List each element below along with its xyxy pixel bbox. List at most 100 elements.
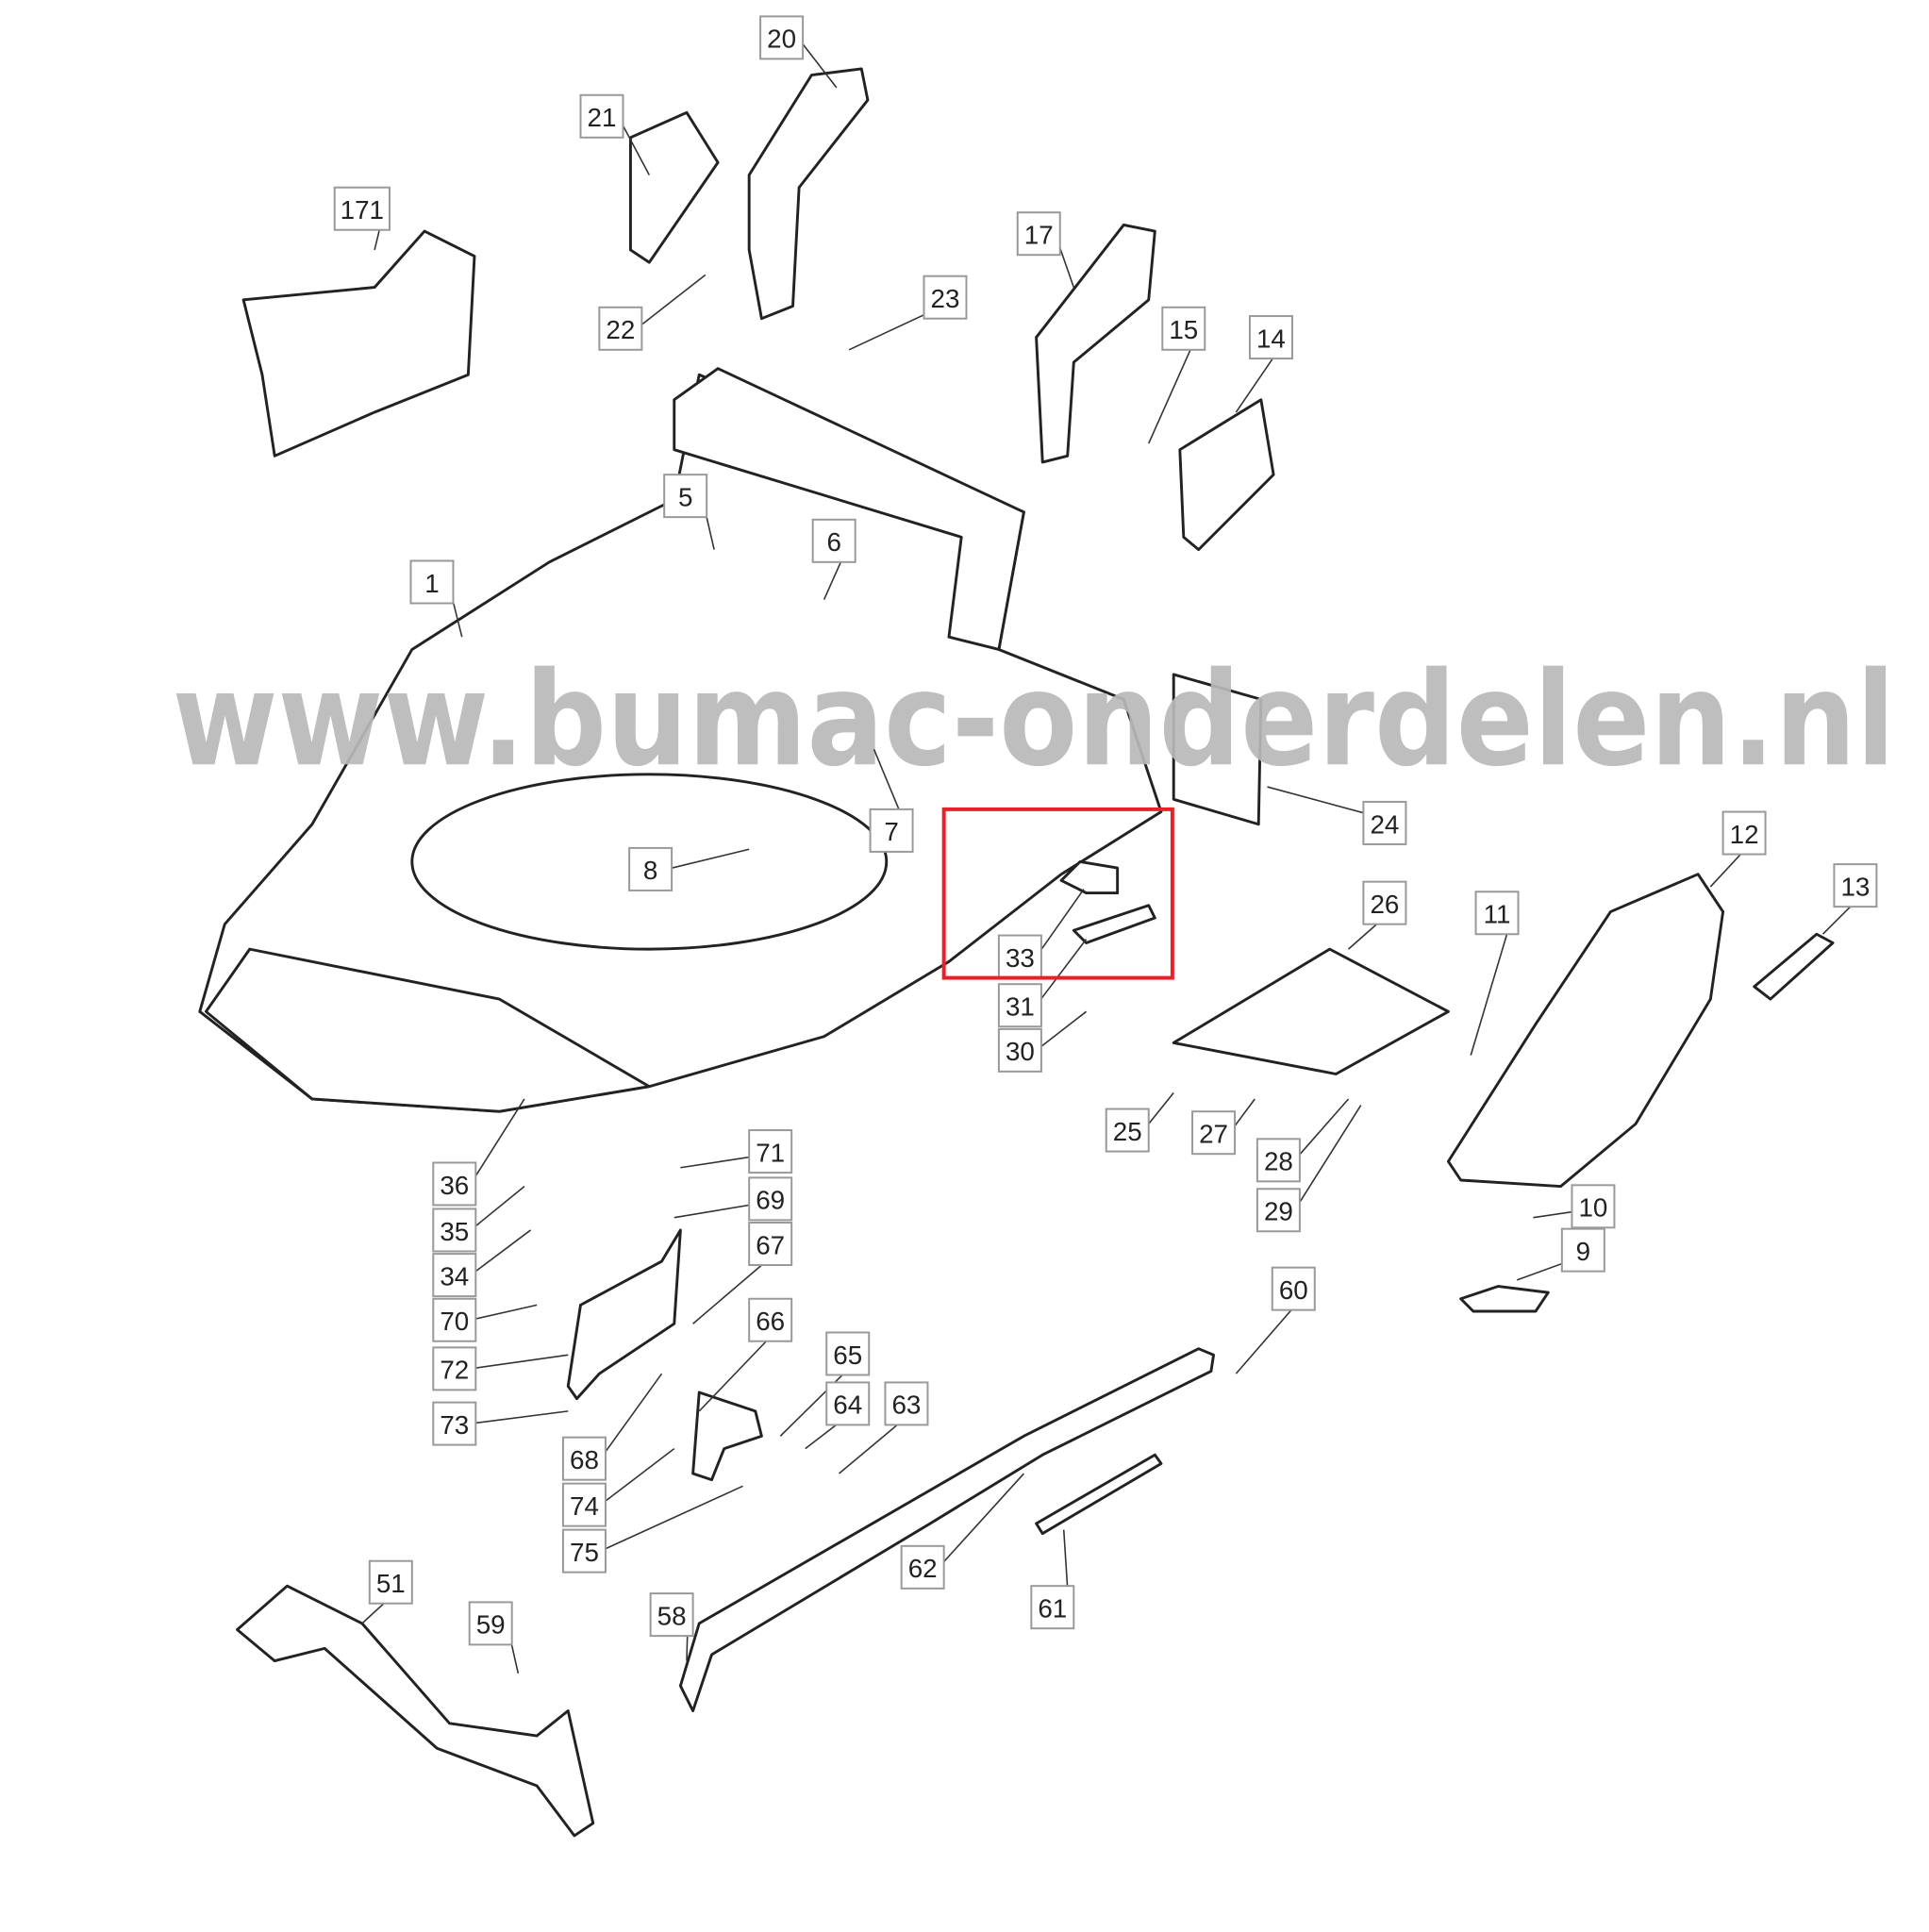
part-label-29[interactable]: 29: [1256, 1188, 1301, 1233]
part-9: [1459, 1285, 1550, 1313]
label-box: [432, 1401, 477, 1446]
label-box: [1362, 800, 1407, 845]
part-label-23[interactable]: 23: [923, 275, 968, 320]
part-label-73[interactable]: 73: [432, 1401, 477, 1446]
part-label-8[interactable]: 8: [628, 846, 673, 891]
part-label-69[interactable]: 69: [748, 1176, 793, 1222]
label-box: [1191, 1110, 1237, 1156]
part-label-27[interactable]: 27: [1191, 1110, 1237, 1156]
part-13: [1753, 932, 1835, 1001]
label-text: 59: [476, 1610, 506, 1640]
part-label-28[interactable]: 28: [1256, 1138, 1301, 1183]
part-label-12[interactable]: 12: [1721, 810, 1767, 856]
label-box: [598, 306, 643, 351]
label-text: 171: [341, 195, 384, 225]
part-label-65[interactable]: 65: [825, 1331, 871, 1376]
label-box: [432, 1297, 477, 1342]
part-label-61[interactable]: 61: [1030, 1585, 1075, 1630]
label-box: [1161, 306, 1206, 351]
label-box: [368, 1559, 413, 1605]
part-label-24[interactable]: 24: [1362, 800, 1407, 845]
part-label-35[interactable]: 35: [432, 1208, 477, 1253]
part-label-66[interactable]: 66: [748, 1297, 793, 1342]
label-box: [649, 1592, 694, 1638]
label-text: 26: [1370, 890, 1399, 919]
part-label-63[interactable]: 63: [884, 1381, 929, 1426]
label-box: [1256, 1188, 1301, 1233]
leader-line-72: [470, 1354, 569, 1370]
part-label-10[interactable]: 10: [1571, 1184, 1616, 1229]
part-label-11[interactable]: 11: [1474, 891, 1520, 936]
label-box: [663, 474, 708, 519]
leader-line-31: [1035, 939, 1088, 1007]
label-text: 63: [891, 1391, 921, 1420]
label-box: [825, 1381, 871, 1426]
part-171: [241, 229, 476, 458]
part-label-21[interactable]: 21: [579, 93, 624, 139]
part-label-13[interactable]: 13: [1833, 863, 1878, 908]
part-label-70[interactable]: 70: [432, 1297, 477, 1342]
part-label-62[interactable]: 62: [900, 1544, 945, 1590]
label-text: 9: [1576, 1237, 1590, 1266]
label-text: 10: [1578, 1193, 1607, 1223]
label-text: 70: [440, 1307, 469, 1336]
part-label-60[interactable]: 60: [1271, 1266, 1316, 1311]
part-label-15[interactable]: 15: [1161, 306, 1206, 351]
part-label-1[interactable]: 1: [409, 559, 455, 605]
label-box: [409, 559, 455, 605]
label-text: 21: [588, 103, 617, 132]
part-label-67[interactable]: 67: [748, 1222, 793, 1267]
part-24: [1172, 673, 1263, 826]
label-box: [748, 1297, 793, 1342]
part-label-59[interactable]: 59: [468, 1601, 513, 1646]
part-label-7[interactable]: 7: [869, 808, 914, 853]
leader-line-70: [470, 1304, 538, 1322]
label-box: [1474, 891, 1520, 936]
part-label-58[interactable]: 58: [649, 1592, 694, 1638]
label-text: 75: [570, 1538, 599, 1567]
label-text: 64: [833, 1391, 862, 1420]
leader-line-75: [600, 1485, 743, 1552]
label-text: 68: [570, 1445, 599, 1474]
part-61-spring: [1035, 1453, 1163, 1536]
label-box: [1571, 1184, 1616, 1229]
label-box: [1030, 1585, 1075, 1630]
part-label-74[interactable]: 74: [561, 1482, 607, 1527]
label-box: [468, 1601, 513, 1646]
part-72-bracket: [566, 1228, 682, 1401]
label-box: [561, 1436, 607, 1481]
label-text: 34: [440, 1261, 469, 1291]
part-label-33[interactable]: 33: [997, 934, 1042, 979]
part-label-30[interactable]: 30: [997, 1027, 1042, 1073]
part-label-17[interactable]: 17: [1016, 211, 1061, 257]
part-label-6[interactable]: 6: [811, 518, 856, 563]
label-box: [432, 1161, 477, 1207]
part-label-20[interactable]: 20: [759, 15, 805, 60]
part-label-36[interactable]: 36: [432, 1161, 477, 1207]
part-label-25[interactable]: 25: [1105, 1108, 1150, 1153]
part-label-72[interactable]: 72: [432, 1346, 477, 1391]
label-text: 17: [1024, 221, 1054, 250]
part-label-34[interactable]: 34: [432, 1253, 477, 1298]
part-label-9[interactable]: 9: [1560, 1227, 1605, 1273]
leader-line-73: [470, 1410, 569, 1424]
part-label-5[interactable]: 5: [663, 474, 708, 519]
part-label-64[interactable]: 64: [825, 1381, 871, 1426]
leader-line-30: [1036, 1010, 1088, 1051]
label-box: [561, 1482, 607, 1527]
label-text: 36: [440, 1171, 469, 1200]
leader-line-28: [1294, 1098, 1350, 1161]
part-label-31[interactable]: 31: [997, 983, 1042, 1028]
part-label-68[interactable]: 68: [561, 1436, 607, 1481]
part-label-22[interactable]: 22: [598, 306, 643, 351]
label-box: [1721, 810, 1767, 856]
part-label-26[interactable]: 26: [1362, 880, 1407, 925]
part-label-71[interactable]: 71: [748, 1129, 793, 1174]
part-label-51[interactable]: 51: [368, 1559, 413, 1605]
part-label-14[interactable]: 14: [1248, 315, 1293, 360]
part-label-75[interactable]: 75: [561, 1528, 607, 1574]
leader-line-62: [938, 1473, 1024, 1568]
label-text: 71: [756, 1138, 785, 1167]
part-label-171[interactable]: 171: [333, 186, 391, 231]
